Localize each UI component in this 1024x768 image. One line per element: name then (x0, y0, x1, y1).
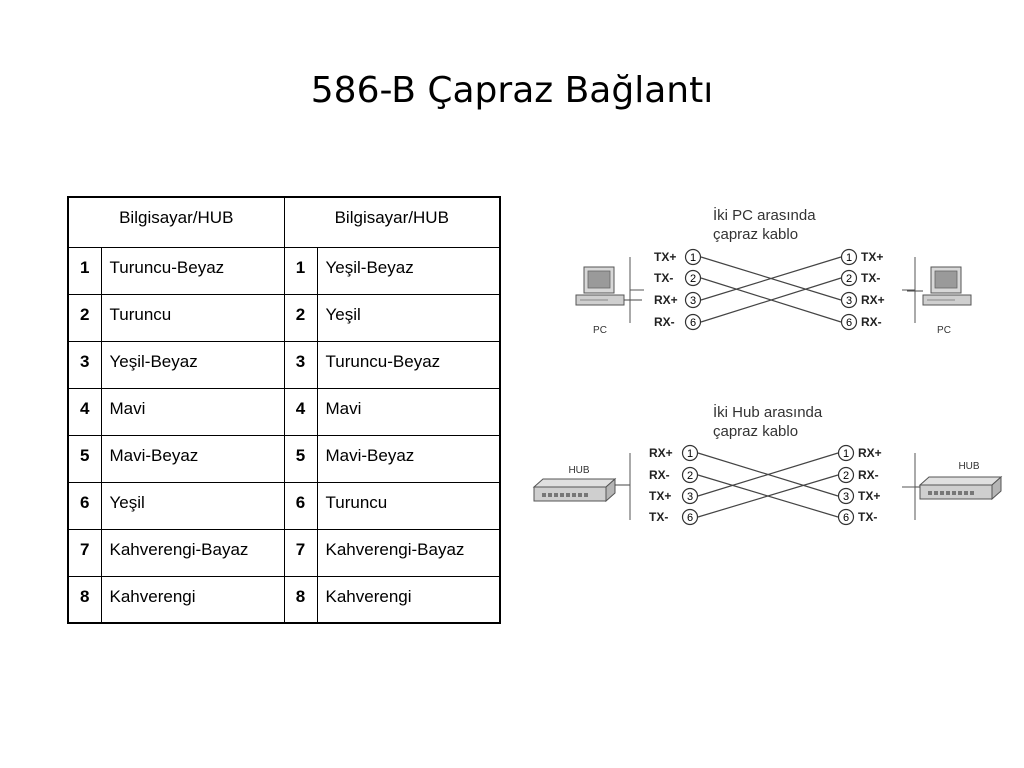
table-row: 7 Kahverengi-Bayaz 7 Kahverengi-Bayaz (67, 528, 501, 577)
table-row: 1 Turuncu-Beyaz 1 Yeşil-Beyaz (67, 246, 501, 295)
right-pin: 6 (283, 481, 318, 530)
pc-left-signal: TX+ (654, 250, 676, 264)
pc-left-pin: 1 (690, 252, 696, 264)
right-header: Bilgisayar/HUB (283, 196, 501, 248)
hub-left-signal: TX+ (649, 489, 671, 503)
hub-left-signal: RX+ (649, 446, 673, 460)
left-pin: 7 (67, 528, 102, 577)
pc-left-pin: 2 (690, 273, 696, 285)
right-pin: 2 (283, 293, 318, 342)
right-pin: 8 (283, 575, 318, 624)
hub-caption-line1: İki Hub arasında (713, 403, 823, 421)
left-pin: 3 (67, 340, 102, 389)
pc-left-pin: 3 (690, 295, 696, 307)
pc-left-signal: TX- (654, 271, 673, 285)
left-color: Turuncu (100, 293, 285, 342)
pc-left-signal: RX+ (654, 293, 678, 307)
hub-right-signal: RX+ (858, 446, 882, 460)
left-pin: 6 (67, 481, 102, 530)
right-pin: 1 (283, 246, 318, 295)
hub-left-pin: 2 (687, 470, 693, 482)
right-color: Turuncu (316, 481, 501, 530)
hub-crossover-diagram: İki Hub arasında çapraz kablo HUB HUB (532, 403, 1003, 526)
hub-right-pin: 6 (843, 512, 849, 524)
right-color: Kahverengi (316, 575, 501, 624)
right-pin: 7 (283, 528, 318, 577)
pc-right-pin: 2 (846, 273, 852, 285)
left-color: Mavi-Beyaz (100, 434, 285, 483)
pc-caption-line1: İki PC arasında (713, 206, 816, 224)
left-color: Mavi (100, 387, 285, 436)
left-color: Yeşil-Beyaz (100, 340, 285, 389)
left-header: Bilgisayar/HUB (67, 196, 285, 248)
hub-left-signal: TX- (649, 510, 668, 524)
hub-right-pin: 2 (843, 470, 849, 482)
hub-right-signal: TX+ (858, 489, 880, 503)
table-row: 8 Kahverengi 8 Kahverengi (67, 575, 501, 624)
hub-right-signal: RX- (858, 468, 879, 482)
left-color: Kahverengi-Bayaz (100, 528, 285, 577)
right-color: Mavi (316, 387, 501, 436)
hub-crossover-wires (697, 452, 839, 518)
right-color: Mavi-Beyaz (316, 434, 501, 483)
computer-icon (575, 266, 642, 306)
left-color: Yeşil (100, 481, 285, 530)
left-color: Kahverengi (100, 575, 285, 624)
hub-left-pin: 3 (687, 491, 693, 503)
right-color: Yeşil (316, 293, 501, 342)
pc-crossover-wires (700, 256, 842, 323)
right-hub-label: HUB (958, 461, 979, 472)
hub-icon (904, 475, 1003, 501)
hub-right-pin: 1 (843, 448, 849, 460)
left-color: Turuncu-Beyaz (100, 246, 285, 295)
table-header-row: Bilgisayar/HUB Bilgisayar/HUB (67, 196, 501, 248)
hub-left-pin: 1 (687, 448, 693, 460)
pinout-table: Bilgisayar/HUB Bilgisayar/HUB 1 Turuncu-… (67, 196, 501, 624)
hub-left-signal: RX- (649, 468, 670, 482)
right-color: Kahverengi-Bayaz (316, 528, 501, 577)
left-pin: 5 (67, 434, 102, 483)
hub-icon (532, 477, 630, 503)
pc-right-pin: 1 (846, 252, 852, 264)
left-pc-label: PC (593, 325, 607, 336)
table-row: 3 Yeşil-Beyaz 3 Turuncu-Beyaz (67, 340, 501, 389)
computer-icon (907, 266, 972, 306)
right-pin: 4 (283, 387, 318, 436)
right-pin: 3 (283, 340, 318, 389)
hub-right-signal: TX- (858, 510, 877, 524)
pc-right-signal: TX+ (861, 250, 883, 264)
right-pin: 5 (283, 434, 318, 483)
left-hub-label: HUB (568, 465, 589, 476)
crossover-diagrams: İki PC arasında çapraz kablo PC PC TX+ T… (532, 206, 1003, 526)
table-row: 2 Turuncu 2 Yeşil (67, 293, 501, 342)
pc-right-signal: RX+ (861, 293, 885, 307)
table-row: 4 Mavi 4 Mavi (67, 387, 501, 436)
table-row: 6 Yeşil 6 Turuncu (67, 481, 501, 530)
pc-right-pin: 6 (846, 317, 852, 329)
pc-right-signal: RX- (861, 315, 882, 329)
pc-right-pin: 3 (846, 295, 852, 307)
right-pc-label: PC (937, 325, 951, 336)
right-color: Turuncu-Beyaz (316, 340, 501, 389)
left-pin: 8 (67, 575, 102, 624)
left-pin: 2 (67, 293, 102, 342)
left-pin: 4 (67, 387, 102, 436)
hub-right-pin: 3 (843, 491, 849, 503)
hub-left-pin: 6 (687, 512, 693, 524)
pc-crossover-diagram: İki PC arasında çapraz kablo PC PC TX+ T… (575, 206, 972, 336)
pc-caption-line2: çapraz kablo (713, 226, 798, 243)
right-color: Yeşil-Beyaz (316, 246, 501, 295)
left-pin: 1 (67, 246, 102, 295)
hub-caption-line2: çapraz kablo (713, 423, 798, 440)
slide-title: 586-B Çapraz Bağlantı (310, 70, 714, 111)
pc-left-signal: RX- (654, 315, 675, 329)
pc-right-signal: TX- (861, 271, 880, 285)
pc-left-pin: 6 (690, 317, 696, 329)
table-row: 5 Mavi-Beyaz 5 Mavi-Beyaz (67, 434, 501, 483)
